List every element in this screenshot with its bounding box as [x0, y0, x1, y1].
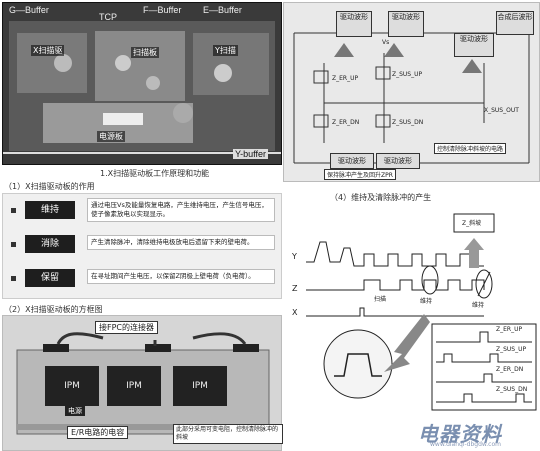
label-z-er-up: Z_ER_UP [332, 75, 359, 82]
waveform-box-3: 驱动波形 [454, 33, 494, 57]
label-x-sus-out: X_SUS_OUT [484, 107, 519, 114]
ipm-block-1: IPM [45, 366, 99, 406]
waveform-diagram: Z_斜坡 Y Z X 扫描 维持 维持 Z_ER_UP Z_SUS_UP Z_E… [284, 204, 538, 414]
buffer-label-tcp: TCP [99, 12, 117, 22]
watermark-text: 电器资料 [418, 422, 502, 446]
fpc-connector-label: 接FPC的连接器 [95, 321, 159, 334]
phase-label-sustain-1: 维持 [420, 298, 433, 305]
desc-erase: 产生清除脉冲，清除维持电极放电后遗留下来的壁电荷。 [87, 235, 275, 250]
board-photo: G—Buffer TCP F—Buffer E—Buffer X扫描驱 扫描板 … [2, 2, 282, 165]
bullet-square [11, 276, 16, 281]
z-ramp-label: Z_斜坡 [462, 220, 482, 227]
phase-label-sustain-2: 维持 [472, 302, 485, 309]
section4-title: （4）维持及清除脉冲的产生 [330, 193, 432, 202]
btn-hold: 保留 [25, 269, 75, 287]
signal-label-z-sus-dn: Z_SUS_DN [496, 386, 528, 393]
label-z-sus-up: Z_SUS_UP [392, 71, 423, 78]
waveform-box-2: 驱动波形 [388, 11, 424, 37]
circuit-note-1: 保持脉冲产生及回升ZPR [324, 169, 396, 180]
bottom-waveform-box-1: 驱动波形 [330, 153, 374, 169]
signal-label-z-er-up: Z_ER_UP [496, 326, 523, 333]
axis-label-y: Y [292, 252, 297, 261]
buffer-label-e: E—Buffer [203, 5, 242, 15]
board-label-power: 电源板 [97, 131, 125, 142]
axis-label-x: X [292, 308, 298, 317]
composite-waveform-box: 合成后波形 [496, 11, 534, 35]
board-label-x: X扫描驱 [31, 45, 65, 56]
watermark-url: www.dianqi-dbgdw.com [430, 441, 501, 448]
axis-label-z: Z [292, 284, 298, 293]
power-label: 电源 [65, 406, 85, 416]
bottom-waveform-box-2: 驱动波形 [376, 153, 420, 169]
board-label-y: Y扫描 [213, 45, 238, 56]
section1-title: （1）X扫描驱动板的作用 [4, 182, 95, 191]
er-capacitor-label: E/R电路的电容 [67, 426, 129, 439]
buffer-label-f: F—Buffer [143, 5, 182, 15]
photo-caption: 1.X扫描驱动板工作原理和功能 [100, 169, 210, 178]
ipm-block-3: IPM [173, 366, 227, 406]
waveform-box-1: 驱动波形 [336, 11, 372, 37]
waveform-art [306, 213, 537, 411]
resistor-note: 此部分采用可变电阻，控制清除脉冲的斜坡 [173, 424, 283, 444]
phase-label-scan: 扫描 [374, 296, 387, 303]
buffer-label-g: G—Buffer [9, 5, 49, 15]
bullet-square [11, 242, 16, 247]
circuit-wires [293, 32, 530, 164]
desc-sustain: 通过电压Vs及能量恢复电路，产生维持电压，产生信号电压，使子像素放电以实现显示。 [87, 198, 275, 222]
desc-hold: 在寻址期间产生电压，以保留Z阴极上壁电荷（负电荷）。 [87, 269, 275, 284]
section2-title: （2）X扫描驱动板的方框图 [4, 305, 103, 314]
circuit-note-2: 控制清除脉冲斜坡的电路 [434, 143, 507, 154]
board-photo-art [3, 3, 281, 164]
label-z-sus-dn: Z_SUS_DN [392, 119, 424, 126]
btn-erase: 消除 [25, 235, 75, 253]
ipm-block-2: IPM [107, 366, 161, 406]
btn-sustain: 维持 [25, 201, 75, 219]
vs-label: Vs [382, 39, 390, 46]
signal-label-z-sus-up: Z_SUS_UP [496, 346, 527, 353]
label-z-er-dn: Z_ER_DN [332, 119, 360, 126]
y-buffer-label: Y-buffer [233, 149, 269, 159]
signal-label-z-er-dn: Z_ER_DN [496, 366, 524, 373]
block-diagram: 接FPC的连接器 IPM IPM IPM 电源 E/R电路的电容 此部分采用可变… [2, 315, 283, 451]
circuit-diagram: 驱动波形 驱动波形 驱动波形 合成后波形 驱动波形 驱动波形 Vs Z_ER_U… [283, 2, 540, 182]
bullet-square [11, 208, 16, 213]
board-label-scan: 扫描板 [131, 47, 159, 58]
function-card: 维持 通过电压Vs及能量恢复电路，产生维持电压，产生信号电压，使子像素放电以实现… [2, 193, 282, 299]
